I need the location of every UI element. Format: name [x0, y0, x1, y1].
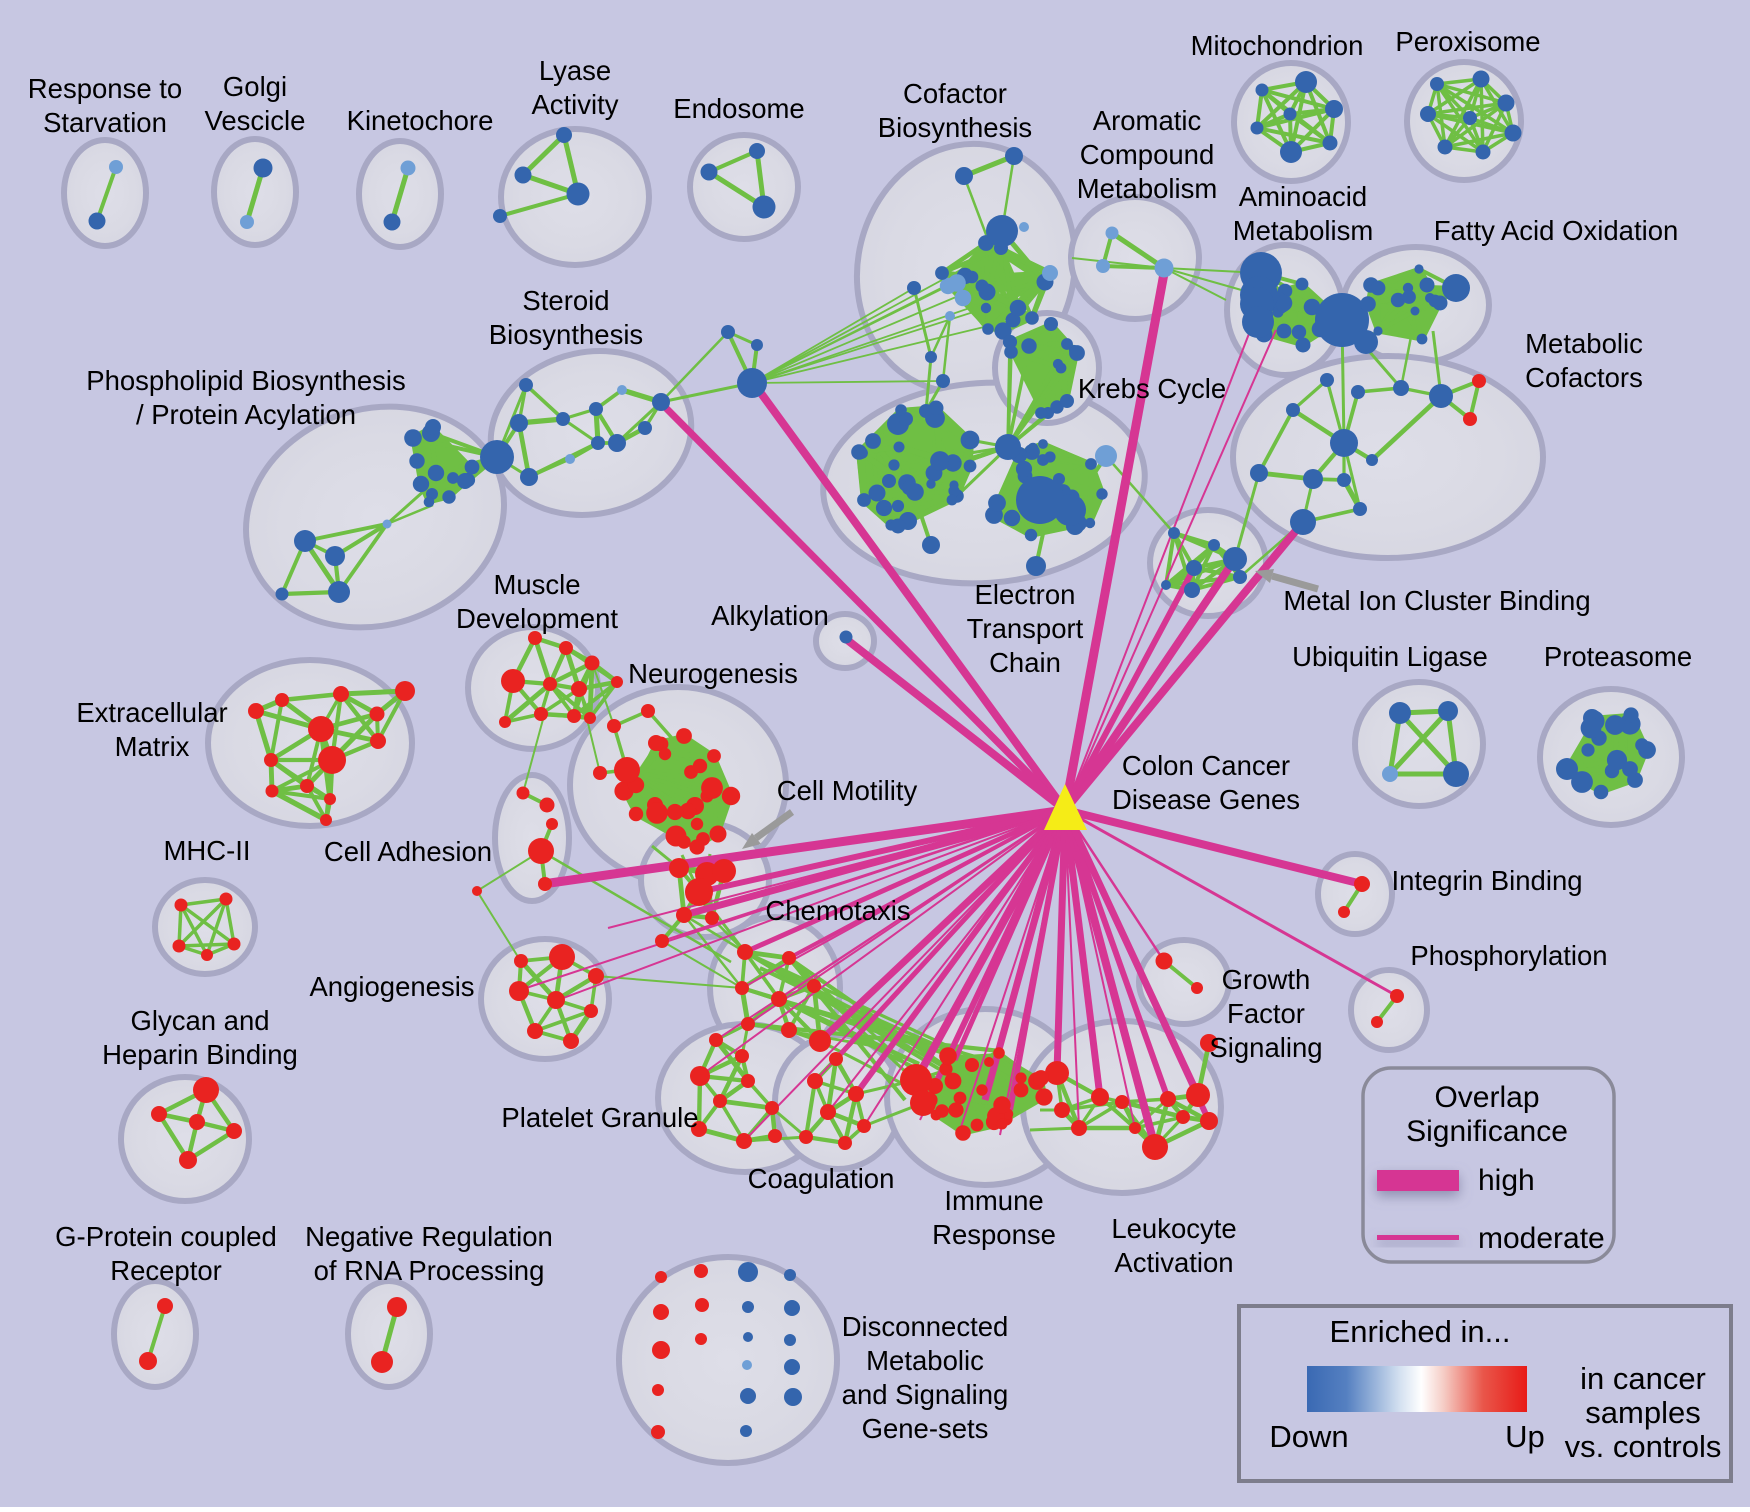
svg-text:Leukocyte: Leukocyte — [1111, 1213, 1236, 1244]
svg-text:Response to: Response to — [28, 73, 182, 104]
svg-text:Heparin Binding: Heparin Binding — [102, 1039, 298, 1070]
svg-text:Down: Down — [1269, 1419, 1348, 1454]
svg-text:Integrin Binding: Integrin Binding — [1391, 865, 1582, 896]
svg-text:Factor: Factor — [1227, 998, 1305, 1029]
svg-text:Neurogenesis: Neurogenesis — [628, 658, 798, 689]
svg-text:Disconnected: Disconnected — [842, 1311, 1009, 1342]
svg-text:Transport: Transport — [967, 613, 1084, 644]
svg-text:Phospholipid Biosynthesis: Phospholipid Biosynthesis — [86, 365, 406, 396]
svg-text:Significance: Significance — [1406, 1115, 1568, 1148]
svg-text:Electron: Electron — [975, 579, 1076, 610]
svg-text:Immune: Immune — [944, 1185, 1043, 1216]
svg-text:Vescicle: Vescicle — [205, 105, 306, 136]
svg-text:Activity: Activity — [531, 89, 618, 120]
svg-text:Overlap: Overlap — [1434, 1081, 1539, 1114]
svg-text:Fatty Acid Oxidation: Fatty Acid Oxidation — [1434, 215, 1679, 246]
svg-text:G-Protein coupled: G-Protein coupled — [55, 1221, 277, 1252]
svg-text:samples: samples — [1585, 1395, 1700, 1430]
svg-text:Platelet Granule: Platelet Granule — [501, 1102, 698, 1133]
svg-text:Starvation: Starvation — [43, 107, 167, 138]
svg-text:Muscle: Muscle — [493, 569, 580, 600]
svg-text:Kinetochore: Kinetochore — [347, 105, 494, 136]
svg-text:Cell Motility: Cell Motility — [777, 775, 918, 806]
svg-text:Peroxisome: Peroxisome — [1395, 26, 1540, 57]
svg-text:high: high — [1478, 1164, 1535, 1197]
svg-text:Metabolic: Metabolic — [1525, 328, 1643, 359]
svg-text:Mitochondrion: Mitochondrion — [1191, 30, 1364, 61]
svg-text:Metal Ion Cluster Binding: Metal Ion Cluster Binding — [1283, 585, 1590, 616]
svg-text:Glycan and: Glycan and — [130, 1005, 269, 1036]
svg-text:vs. controls: vs. controls — [1565, 1429, 1722, 1464]
svg-text:Negative Regulation: Negative Regulation — [305, 1221, 553, 1252]
svg-text:/ Protein Acylation: / Protein Acylation — [136, 399, 356, 430]
svg-text:Lyase: Lyase — [539, 55, 611, 86]
svg-text:Krebs Cycle: Krebs Cycle — [1078, 373, 1226, 404]
svg-text:Growth: Growth — [1222, 964, 1311, 995]
svg-text:Chain: Chain — [989, 647, 1061, 678]
svg-text:Development: Development — [456, 603, 618, 634]
svg-text:Alkylation: Alkylation — [711, 600, 829, 631]
svg-text:Colon Cancer: Colon Cancer — [1122, 750, 1290, 781]
svg-text:Metabolic: Metabolic — [866, 1345, 984, 1376]
svg-text:Aromatic: Aromatic — [1093, 105, 1202, 136]
svg-text:Receptor: Receptor — [110, 1255, 222, 1286]
svg-text:Compound: Compound — [1080, 139, 1215, 170]
svg-text:of RNA Processing: of RNA Processing — [314, 1255, 545, 1286]
svg-text:Phosphorylation: Phosphorylation — [1410, 940, 1607, 971]
svg-text:Ubiquitin Ligase: Ubiquitin Ligase — [1292, 641, 1488, 672]
svg-text:Gene-sets: Gene-sets — [862, 1413, 989, 1444]
svg-text:Chemotaxis: Chemotaxis — [765, 895, 910, 926]
svg-text:Biosynthesis: Biosynthesis — [489, 319, 643, 350]
svg-text:Extracellular: Extracellular — [76, 697, 227, 728]
svg-text:Response: Response — [932, 1219, 1056, 1250]
svg-text:Endosome: Endosome — [673, 93, 804, 124]
svg-text:Golgi: Golgi — [223, 71, 287, 102]
svg-text:in cancer: in cancer — [1580, 1361, 1706, 1396]
svg-text:Cofactors: Cofactors — [1525, 362, 1643, 393]
svg-text:Biosynthesis: Biosynthesis — [878, 112, 1032, 143]
svg-text:Coagulation: Coagulation — [748, 1163, 895, 1194]
svg-text:Steroid: Steroid — [522, 285, 609, 316]
svg-text:Signaling: Signaling — [1209, 1032, 1322, 1063]
svg-text:Activation: Activation — [1114, 1247, 1233, 1278]
svg-text:Aminoacid: Aminoacid — [1239, 181, 1367, 212]
svg-text:Up: Up — [1505, 1419, 1545, 1454]
svg-text:Cofactor: Cofactor — [903, 78, 1007, 109]
svg-text:Angiogenesis: Angiogenesis — [309, 971, 474, 1002]
svg-text:moderate: moderate — [1478, 1222, 1605, 1255]
svg-text:and Signaling: and Signaling — [842, 1379, 1009, 1410]
svg-text:Metabolism: Metabolism — [1077, 173, 1218, 204]
svg-text:Enriched in...: Enriched in... — [1330, 1314, 1511, 1349]
svg-text:Cell Adhesion: Cell Adhesion — [324, 836, 492, 867]
svg-text:Proteasome: Proteasome — [1544, 641, 1692, 672]
svg-text:Disease Genes: Disease Genes — [1112, 784, 1300, 815]
svg-text:Metabolism: Metabolism — [1233, 215, 1374, 246]
svg-text:Matrix: Matrix — [115, 731, 190, 762]
svg-text:MHC-II: MHC-II — [163, 835, 250, 866]
